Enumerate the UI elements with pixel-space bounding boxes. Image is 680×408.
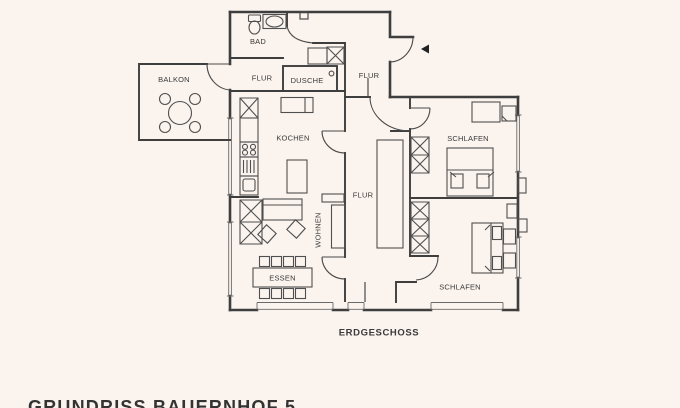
wardrobe-x-box [410, 235, 430, 254]
bedroom-top-furniture [410, 101, 517, 197]
room-label-flur-entry: FLUR [359, 71, 380, 80]
pillow [491, 255, 503, 271]
room-labels: BALKON BAD FLUR DUSCHE FLUR KOCHEN SCHLA… [158, 37, 489, 339]
armchair [257, 224, 277, 244]
room-label-essen: ESSEN [269, 274, 295, 283]
balcony-chair [188, 92, 202, 106]
sink-basin [265, 15, 284, 28]
dishwasher [239, 156, 259, 177]
doors [286, 25, 439, 281]
desk [471, 101, 501, 123]
double-bed [471, 222, 504, 274]
sofa [262, 198, 303, 221]
room-label-dusche: DUSCHE [291, 76, 324, 85]
sideboard [330, 204, 346, 249]
window-sill-bottom-bedroom [517, 218, 528, 233]
entry-direction-arrow-icon [421, 44, 429, 54]
pillow [491, 225, 503, 241]
window-sill-top-bedroom [517, 177, 527, 194]
exterior-walls [228, 10, 520, 312]
room-label-schlafen-bottom: SCHLAFEN [439, 283, 481, 292]
cabinet-x-box [239, 221, 263, 245]
balcony-chair [158, 92, 172, 106]
cabinet-x-box [239, 199, 263, 223]
balcony-door-arc [206, 63, 231, 91]
dining-chair [294, 287, 307, 300]
wardrobe-x-box [410, 154, 430, 174]
kitchen-table [286, 159, 308, 194]
armchair [286, 219, 306, 239]
room-label-balkon: BALKON [158, 75, 190, 84]
dining-chair [258, 287, 271, 300]
interior-walls [229, 11, 519, 303]
kitchen-top-counter [280, 96, 314, 114]
floor-caption: ERDGESCHOSS [339, 328, 420, 339]
windows [227, 11, 528, 310]
kitchen-door-arc [321, 130, 346, 154]
room-label-wohnen: WOHNEN [314, 212, 323, 247]
shelf [321, 193, 345, 203]
living-door-arc [321, 256, 346, 280]
room-label-flur-middle: FLUR [353, 191, 374, 200]
hall-door-arc [369, 96, 411, 132]
dining-chair [294, 255, 307, 268]
wardrobe-x-box [410, 136, 430, 156]
shower-head-dot-icon [328, 70, 335, 77]
bedroom-top-door-arc [409, 107, 431, 130]
hall-wardrobe [376, 139, 404, 249]
bath-door-arc [286, 25, 314, 44]
bathroom-fixtures [247, 13, 287, 35]
room-label-schlafen-top: SCHLAFEN [447, 134, 489, 143]
room-label-bad: BAD [250, 37, 266, 46]
pillow [476, 173, 490, 189]
bedroom-bottom-door-arc [415, 256, 439, 281]
dining-chair [282, 255, 295, 268]
room-label-kochen: KOCHEN [276, 134, 309, 143]
kitchen-units [239, 96, 314, 196]
dining-chair [270, 255, 283, 268]
counter [239, 117, 259, 143]
toilet-bowl [248, 20, 261, 35]
hall-furniture [376, 139, 404, 249]
double-bed [446, 147, 494, 197]
dining-chair [258, 255, 271, 268]
sink [262, 13, 287, 30]
balcony-chair [188, 120, 202, 134]
balcony [138, 63, 231, 141]
stove [239, 141, 259, 158]
wardrobe-x-box [410, 218, 430, 237]
dining-chair [270, 287, 283, 300]
page-heading-partial: GRUNDRISS BAUERNHOF 5 [28, 397, 296, 408]
dining-chair [282, 287, 295, 300]
desk-chair [501, 105, 517, 122]
shower-cabin [282, 65, 338, 92]
bedroom-bottom-furniture [410, 201, 518, 274]
nightstand [502, 228, 517, 245]
shaft-x-box [326, 46, 345, 65]
wall-pier [299, 11, 309, 20]
shower-area [282, 46, 345, 92]
balcony-chair [158, 120, 172, 134]
wardrobe-x-box [410, 201, 430, 220]
duct-box [307, 47, 328, 65]
sink-unit [239, 175, 259, 196]
kitchen-sink-basin [242, 178, 256, 192]
shelf [506, 203, 518, 219]
entry-door-arc [389, 36, 414, 63]
cabinet-x-box [239, 97, 259, 119]
pillow [450, 173, 464, 189]
dining-table [252, 267, 313, 288]
living-dining-furniture [239, 193, 346, 300]
room-label-flur-left: FLUR [252, 74, 273, 83]
nightstand [502, 252, 517, 269]
balcony-table [167, 100, 193, 126]
